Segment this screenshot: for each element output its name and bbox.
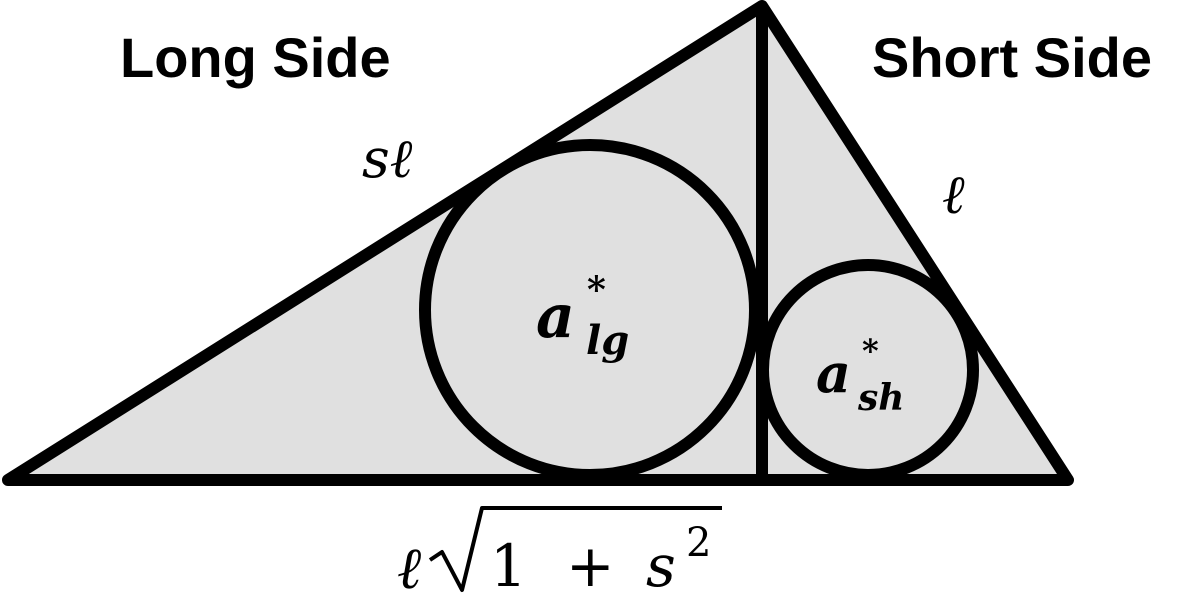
small-circle-label: a * sh xyxy=(816,332,904,419)
hypotenuse-one: 1 xyxy=(490,532,527,600)
short-side-title: Short Side xyxy=(872,26,1152,89)
small-circle-sup: * xyxy=(862,332,879,370)
radical-sign xyxy=(428,506,722,592)
hypotenuse-exponent: 2 xyxy=(686,520,711,566)
hypotenuse-prefix: ℓ xyxy=(397,534,421,602)
large-circle-label: a * lg xyxy=(536,269,629,364)
small-circle-base: a xyxy=(816,341,851,405)
large-circle-sup: * xyxy=(587,269,606,311)
large-circle-sub: lg xyxy=(586,317,629,364)
hypotenuse-plus: + xyxy=(566,532,615,600)
long-side-title: Long Side xyxy=(120,26,391,89)
hypotenuse-label: ℓ 1 + s 2 xyxy=(397,506,722,602)
short-leg-label: ℓ xyxy=(942,163,965,226)
large-incircle xyxy=(419,139,761,481)
large-circle-base: a xyxy=(536,282,575,352)
hypotenuse-s: s xyxy=(646,532,676,600)
small-circle-sub: sh xyxy=(857,377,904,419)
small-incircle xyxy=(757,259,979,481)
long-leg-label: sℓ xyxy=(362,127,413,190)
